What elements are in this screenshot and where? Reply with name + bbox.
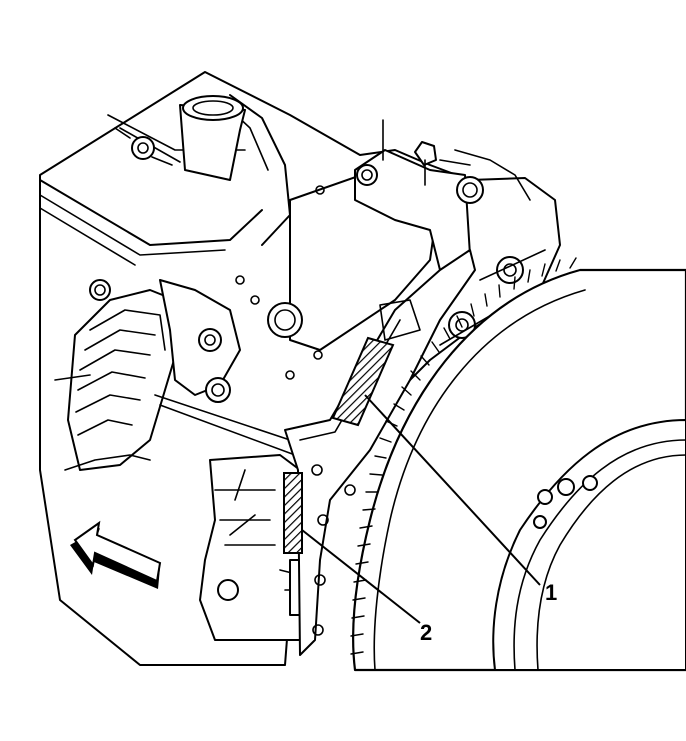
lower-block: [199, 454, 303, 641]
leader-line-1: [364, 394, 541, 586]
flywheel: [350, 257, 686, 672]
callout-2: 2: [420, 620, 432, 645]
engine-block: [39, 71, 561, 666]
callout-1: 1: [545, 580, 557, 605]
exhaust-manifold: [54, 279, 296, 471]
hatched-area-2: [283, 472, 303, 554]
hatched-area-1: [331, 336, 395, 427]
front-direction-arrow-icon: [70, 520, 162, 589]
leader-line-2: [301, 529, 421, 624]
